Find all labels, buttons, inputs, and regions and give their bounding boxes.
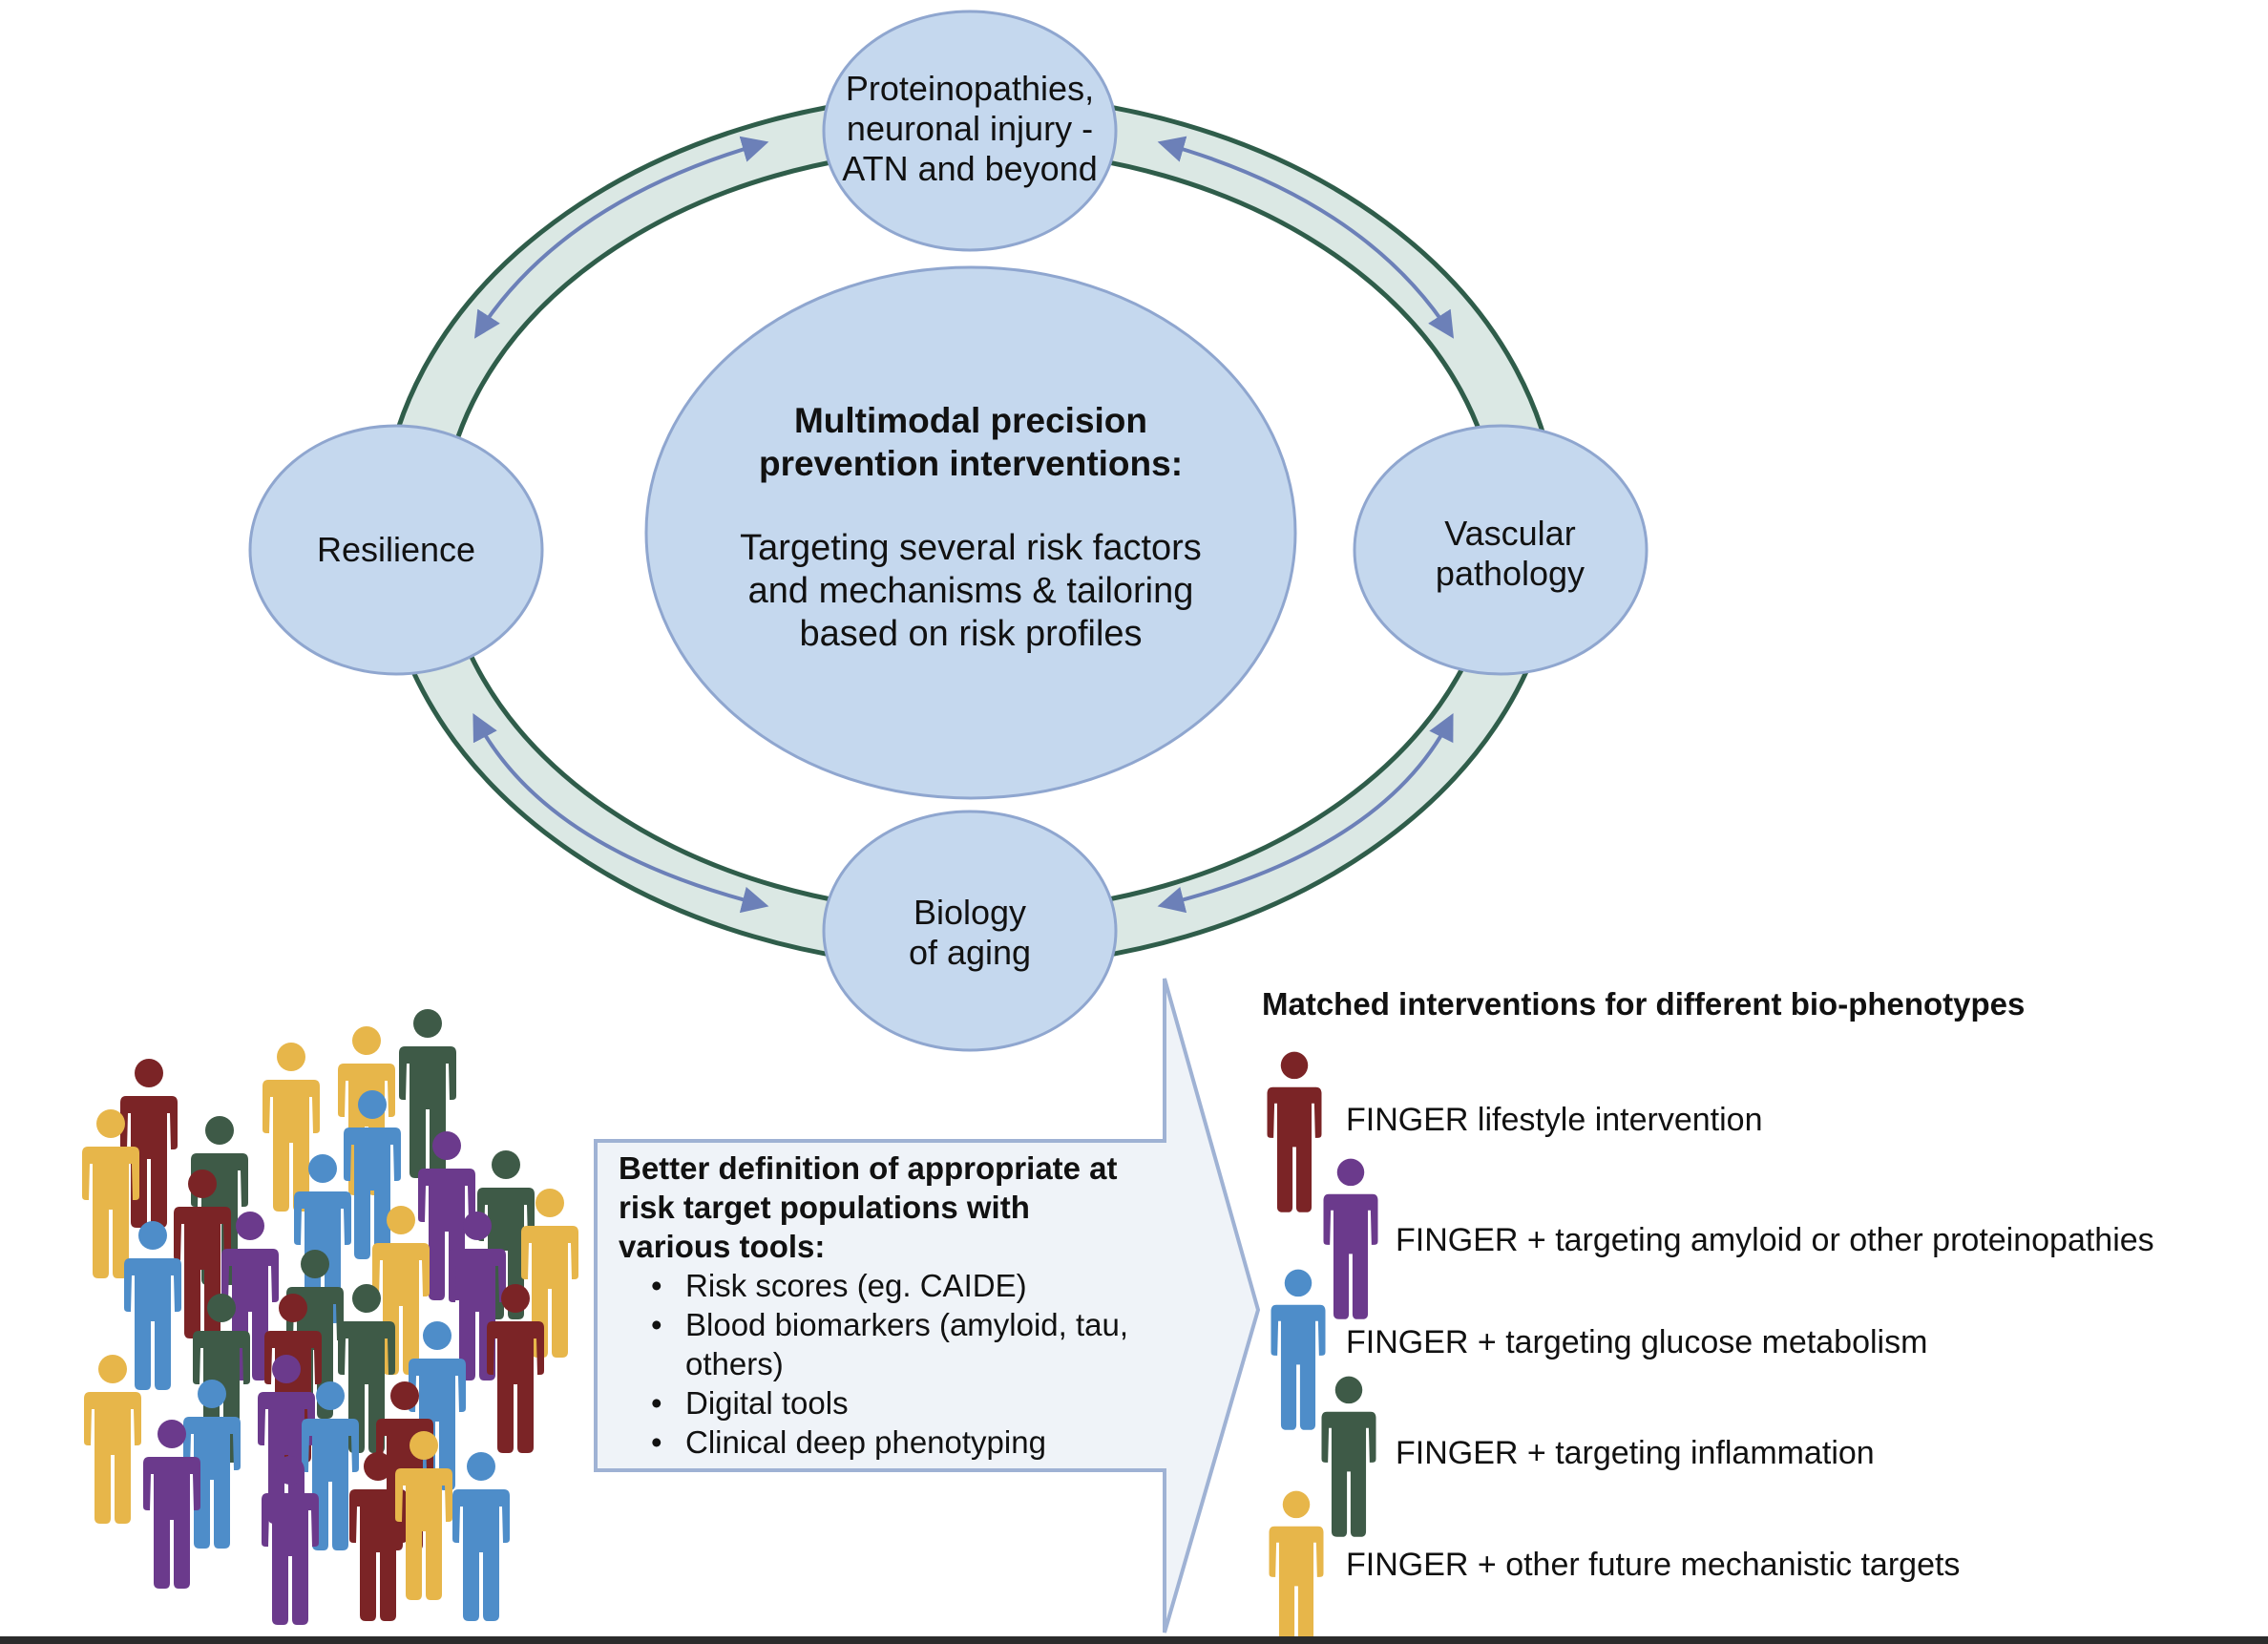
person-icon xyxy=(143,1420,200,1589)
person-icon xyxy=(452,1452,510,1621)
phenotype-person-icon xyxy=(1267,1051,1322,1212)
bottom-node-line-2: of aging xyxy=(908,933,1032,972)
arrow-box-tools-list: Risk scores (eg. CAIDE) Blood biomarkers… xyxy=(641,1266,1176,1462)
person-icon xyxy=(395,1431,452,1600)
matched-interventions-title: Matched interventions for different bio-… xyxy=(1262,986,2026,1022)
top-node-line-1: Proteinopathies, xyxy=(845,69,1095,108)
arrow-box-title-line-2: risk target populations with xyxy=(619,1190,1030,1225)
bottom-node-label: Biology of aging xyxy=(827,893,1113,973)
phenotype-person-icon xyxy=(1270,1269,1326,1430)
top-node-label: Proteinopathies, neuronal injury - ATN a… xyxy=(817,69,1123,189)
bottom-border-bar xyxy=(0,1636,2268,1644)
person-icon xyxy=(124,1221,181,1390)
right-node xyxy=(1353,424,1648,676)
person-icon xyxy=(258,1355,315,1524)
center-body-line-3: based on risk profiles xyxy=(799,614,1143,654)
intervention-label: FINGER + targeting glucose metabolism xyxy=(1346,1324,1928,1360)
right-node-label: Vascular pathology xyxy=(1367,514,1653,594)
phenotype-person-icon xyxy=(1323,1158,1378,1319)
arrow-box-title-line-3: various tools: xyxy=(619,1229,826,1264)
center-body-line-1: Targeting several risk factors xyxy=(740,528,1202,568)
person-icon xyxy=(82,1109,139,1278)
arrow-top-left xyxy=(473,136,769,339)
tool-item: Clinical deep phenotyping xyxy=(641,1423,1176,1462)
center-node-label: Multimodal precision prevention interven… xyxy=(684,399,1257,656)
arrow-bottom-left xyxy=(472,713,769,914)
person-icon xyxy=(349,1452,407,1621)
tool-item: Digital tools xyxy=(641,1383,1176,1423)
tool-item: Blood biomarkers (amyloid, tau, others) xyxy=(641,1305,1163,1383)
left-node-line-1: Resilience xyxy=(316,530,476,569)
left-node-label: Resilience xyxy=(253,530,539,570)
right-node-line-1: Vascular xyxy=(1444,514,1576,553)
intervention-label: FINGER + targeting amyloid or other prot… xyxy=(1396,1222,2154,1258)
left-node xyxy=(248,424,544,676)
arrow-box-title-line-1: Better definition of appropriate at xyxy=(619,1150,1118,1186)
person-icon xyxy=(183,1380,241,1549)
arrow-top-right xyxy=(1157,136,1455,339)
center-title: Multimodal precision prevention interven… xyxy=(684,399,1257,485)
intervention-label: FINGER lifestyle intervention xyxy=(1346,1102,1763,1138)
person-icon xyxy=(262,1456,319,1625)
crowd-people-illustration xyxy=(82,1009,578,1625)
center-body: Targeting several risk factors and mecha… xyxy=(684,527,1257,656)
person-icon xyxy=(262,1043,320,1212)
tool-item: Risk scores (eg. CAIDE) xyxy=(641,1266,1176,1305)
top-node xyxy=(822,10,1118,252)
bottom-node-line-1: Biology xyxy=(913,893,1027,932)
arrow-box-title: Better definition of appropriate at risk… xyxy=(619,1149,1153,1266)
center-body-line-2: and mechanisms & tailoring xyxy=(747,571,1194,611)
arrow-bottom-right xyxy=(1157,713,1454,914)
phenotype-person-icon xyxy=(1321,1376,1376,1537)
person-icon xyxy=(344,1090,401,1259)
person-icon xyxy=(372,1206,430,1375)
center-node xyxy=(644,265,1297,800)
person-icon xyxy=(84,1355,141,1524)
center-title-line-2: prevention interventions: xyxy=(758,444,1184,483)
center-title-line-1: Multimodal precision xyxy=(793,401,1148,440)
top-node-line-3: ATN and beyond xyxy=(842,149,1098,188)
right-node-line-2: pathology xyxy=(1435,554,1586,593)
bottom-node xyxy=(822,810,1118,1052)
person-icon xyxy=(487,1284,544,1453)
phenotype-person-icon xyxy=(1269,1490,1324,1644)
top-node-line-2: neuronal injury - xyxy=(846,109,1094,148)
intervention-label: FINGER + targeting inflammation xyxy=(1396,1435,1875,1471)
matched-people-icons xyxy=(1267,1051,1378,1644)
intervention-label: FINGER + other future mechanistic target… xyxy=(1346,1547,1961,1583)
